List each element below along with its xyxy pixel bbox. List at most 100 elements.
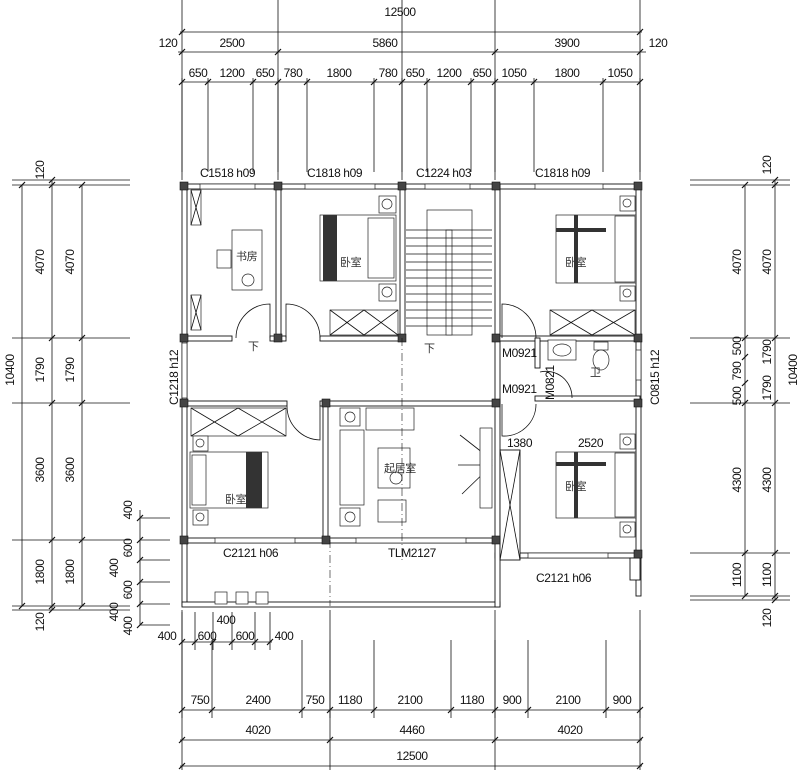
window-label: C1218 h12 <box>167 349 181 405</box>
axis-lines <box>329 338 403 606</box>
window-label: C2121 h06 <box>223 546 279 560</box>
dimension-tick <box>178 736 186 744</box>
dimension-label: 400 <box>107 558 121 578</box>
dimension-tick <box>178 28 186 36</box>
dimension-tick <box>636 28 644 36</box>
dimension-label: 650 <box>473 66 493 80</box>
dimension-label: 1800 <box>33 559 47 585</box>
dimension-label: 4460 <box>399 723 425 737</box>
dimension-label: 400 <box>217 613 237 627</box>
dimension-label: 3900 <box>554 36 580 50</box>
window-label: C1224 h03 <box>416 166 472 180</box>
dimension-label: 3600 <box>33 457 47 483</box>
dimension-label: 1800 <box>63 559 77 585</box>
window-label: C1818 h09 <box>535 166 591 180</box>
dimension-tick <box>741 334 749 342</box>
dimension-label: 500 <box>730 386 744 406</box>
dimension-tick <box>78 399 86 407</box>
window-label: C2121 h06 <box>536 571 592 585</box>
dimension-label: 120 <box>159 36 179 50</box>
dimension-label: 900 <box>613 693 633 707</box>
dimension-tick <box>771 334 779 342</box>
dimension-label: 400 <box>275 629 295 643</box>
door-label: TLM2127 <box>388 546 437 560</box>
dimension-tick <box>741 592 749 600</box>
dimension-tick <box>48 602 56 610</box>
dimension-tick <box>178 762 186 770</box>
dimension-tick <box>18 181 26 189</box>
dimension-tick <box>741 181 749 189</box>
dimension-label: 1790 <box>33 357 47 383</box>
stair-down-label: 下 <box>424 343 435 355</box>
dimension-tick <box>636 762 644 770</box>
dimension-tick <box>78 181 86 189</box>
dimension-tick <box>18 602 26 610</box>
windows <box>181 183 642 559</box>
dimension-label: 4070 <box>63 249 77 275</box>
dimension-label: 400 <box>121 616 135 636</box>
dimension-tick <box>491 736 499 744</box>
dimension-tick <box>78 536 86 544</box>
dimension-label: 2400 <box>245 693 271 707</box>
dimension-tick <box>771 176 779 184</box>
dimension-label: 3600 <box>63 457 77 483</box>
dimension-tick <box>741 379 749 387</box>
dimension-label: 500 <box>730 336 744 356</box>
dimension-tick <box>636 48 644 56</box>
dimension-tick <box>178 48 186 56</box>
dimension-label: 2500 <box>219 36 245 50</box>
room-labels: 书房 卧室 卧室 卧室 卧室 起居室 卫 下 下 <box>225 250 601 506</box>
dimension-label: 1100 <box>730 562 744 587</box>
dimension-label: 4300 <box>760 467 774 493</box>
dimension-label: 600 <box>121 580 135 600</box>
staircase <box>406 209 492 336</box>
dimension-label: 12500 <box>384 5 416 19</box>
dimension-label: 5860 <box>372 36 398 50</box>
dimension-label: 900 <box>503 693 523 707</box>
dimension-tick <box>326 736 334 744</box>
room-bedroom: 卧室 <box>340 255 362 269</box>
room-study: 书房 <box>236 250 258 263</box>
dimension-tick <box>741 549 749 557</box>
furniture <box>189 189 637 605</box>
dimension-label: 120 <box>33 160 47 180</box>
dimension-labels: 12500 120 2500 5860 3900 120 650 1200 650 780 1800… <box>3 5 800 763</box>
opening-labels: C1518 h09 C1818 h09 C1224 h03 C1818 h09 … <box>167 166 662 585</box>
dimension-label: 4300 <box>730 467 744 493</box>
dimension-tick <box>741 399 749 407</box>
dimension-label: 1790 <box>760 339 774 365</box>
dimension-tick <box>771 592 779 600</box>
dimension-label: 1200 <box>219 66 245 80</box>
dimension-label: 1790 <box>63 357 77 383</box>
dimension-label: 4070 <box>760 249 774 275</box>
room-bath: 卫 <box>590 367 601 379</box>
dimension-label: 1050 <box>501 66 527 80</box>
dimension-tick <box>771 399 779 407</box>
door-label: M0921 <box>502 382 537 396</box>
room-living: 起居室 <box>384 461 416 475</box>
dimension-tick <box>48 334 56 342</box>
dimension-label: 4070 <box>730 249 744 275</box>
dimension-tick <box>78 334 86 342</box>
dimension-label: 10400 <box>3 354 17 386</box>
dimension-label: 750 <box>191 693 211 707</box>
dimension-tick <box>48 181 56 189</box>
stair-down-label: 下 <box>248 341 259 353</box>
dimension-label: 400 <box>158 629 178 643</box>
dimension-label: 780 <box>284 66 304 80</box>
dimension-label: 400 <box>107 602 121 622</box>
dimension-label: 120 <box>760 155 774 175</box>
dimension-label: 1800 <box>554 66 580 80</box>
dimension-label: 120 <box>649 36 669 50</box>
dimension-label: 400 <box>121 500 135 520</box>
dimension-label: 4070 <box>33 249 47 275</box>
dimension-tick <box>48 176 56 184</box>
dimension-tick <box>48 606 56 614</box>
dimension-tick <box>274 48 282 56</box>
columns <box>179 181 643 559</box>
dimension-label: 650 <box>189 66 209 80</box>
dimension-label: 10400 <box>786 354 800 386</box>
dimension-label: 790 <box>730 361 744 381</box>
door-label: M0921 <box>502 346 537 360</box>
dimension-label: 2100 <box>397 693 423 707</box>
